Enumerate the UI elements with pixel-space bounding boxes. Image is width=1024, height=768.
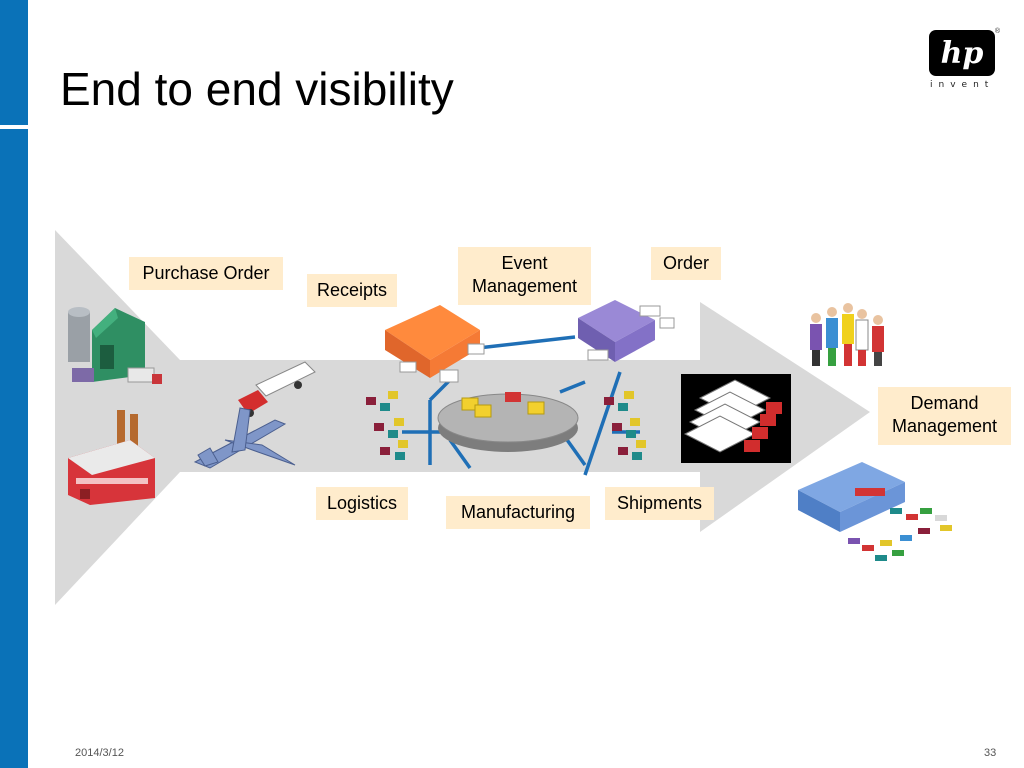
cargo-boxes-left-icon — [366, 391, 408, 460]
slide-title: End to end visibility — [60, 63, 454, 115]
hp-logo-text: hp — [940, 35, 984, 71]
logo-tagline: invent — [930, 80, 995, 90]
cargo-boxes-right-icon — [604, 391, 646, 460]
label-purchase-order: Purchase Order — [129, 257, 283, 290]
retail-store-icon — [798, 462, 952, 561]
label-logistics: Logistics — [316, 487, 408, 520]
connector-line — [559, 380, 586, 394]
connector-line — [583, 371, 622, 476]
warehouse-purple-icon — [578, 300, 675, 362]
airplane-icon — [193, 407, 296, 469]
hp-logo: hp ® invent — [926, 28, 1000, 94]
hp-logo-mark: hp — [929, 30, 995, 76]
factory-silo-icon — [68, 307, 162, 384]
label-order: Order — [651, 247, 721, 280]
footer-date: 2014/3/12 — [75, 747, 124, 759]
connector-line — [477, 335, 576, 350]
connector-line — [448, 438, 472, 470]
delivery-truck-icon — [238, 361, 316, 417]
label-shipments: Shipments — [605, 487, 714, 520]
label-demand-management: Demand Management — [878, 387, 1011, 445]
truck-fleet-icon — [681, 374, 791, 463]
label-manufacturing: Manufacturing — [446, 496, 590, 529]
accent-bar-notch — [0, 125, 28, 129]
registered-mark: ® — [994, 28, 1000, 35]
turntable-hub-icon — [437, 392, 579, 452]
footer-page-number: 33 — [984, 747, 997, 759]
people-crowd-icon — [810, 303, 884, 366]
label-event-management: Event Management — [458, 247, 591, 305]
warehouse-orange-icon — [385, 305, 485, 383]
label-receipts: Receipts — [307, 274, 397, 307]
factory-smokestacks-icon — [68, 410, 155, 505]
